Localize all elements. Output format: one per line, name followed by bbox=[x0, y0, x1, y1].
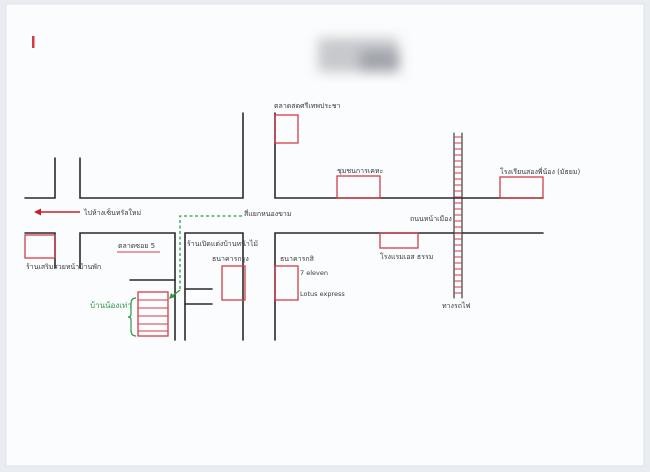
label-hotel: โรงแรมเอส ธรรม bbox=[380, 252, 433, 261]
paper-background bbox=[5, 3, 645, 467]
box-housing bbox=[336, 175, 381, 199]
blurred-header bbox=[318, 38, 400, 72]
road-edge-main-south-center bbox=[79, 232, 176, 341]
road-edge-main-north-west bbox=[24, 157, 56, 199]
box-north-landmark bbox=[274, 114, 299, 144]
box-bank-left bbox=[221, 265, 246, 301]
red-pen-mark bbox=[32, 36, 35, 48]
box-hotel bbox=[379, 232, 419, 249]
label-bank-right: ธนาคารกสิ bbox=[280, 255, 315, 263]
home-brace bbox=[127, 297, 137, 337]
label-road: ถนนหน้าเมือง bbox=[410, 215, 452, 223]
label-beauty-shop: ร้านเสริมสวยหน้าบ้านพัก bbox=[26, 263, 101, 271]
label-bank-left: ธนาคารกรุง bbox=[212, 255, 249, 263]
box-home bbox=[137, 291, 169, 337]
box-beauty-shop bbox=[24, 234, 56, 259]
box-school bbox=[499, 176, 544, 199]
route-arrow-icon bbox=[127, 215, 242, 337]
label-lotus-express: Lotus express bbox=[300, 290, 345, 298]
label-intersection: สี่แยกหนองขาม bbox=[244, 209, 291, 218]
label-housing: ชุมชนการเคหะ bbox=[337, 167, 384, 175]
label-shop: ร้านเปิดแต่งบ้านหน้าไม้ bbox=[187, 239, 258, 248]
label-school: โรงเรียนสองพี่น้อง (มัธยม) bbox=[500, 167, 580, 176]
railway-track-icon bbox=[453, 132, 463, 299]
label-railway: ทางรถไฟ bbox=[442, 301, 470, 310]
landmark-boxes bbox=[24, 114, 544, 337]
arrow-left-icon bbox=[34, 208, 80, 216]
box-bank-right bbox=[274, 265, 299, 301]
label-north-landmark: ตลาดสดศรีเทพประชา bbox=[274, 102, 341, 110]
label-market-soi: ตลาดซอย 5 bbox=[118, 242, 155, 250]
road-edge-soi-east bbox=[184, 232, 244, 341]
label-seven-eleven: 7 eleven bbox=[300, 269, 328, 277]
label-home: บ้านน้องเท่า bbox=[90, 301, 132, 310]
label-direction: ไปห้างเซ็นทรัลใหม่ bbox=[83, 208, 141, 217]
road-edge-main-north-center bbox=[79, 112, 244, 199]
